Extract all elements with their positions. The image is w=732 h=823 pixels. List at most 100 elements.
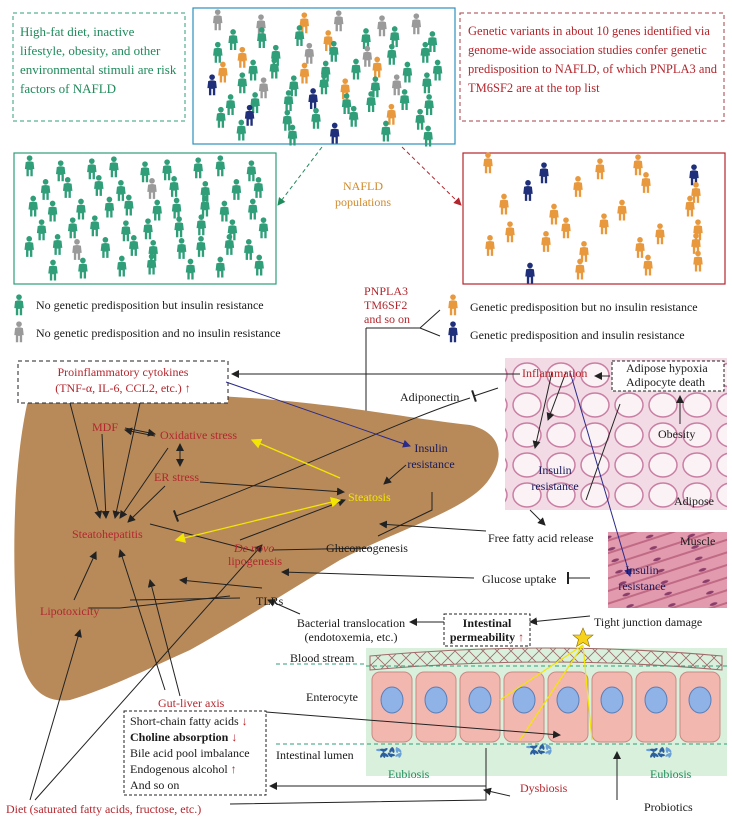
microbe-icon [650,752,654,758]
bile-acid-label: Bile acid pool imbalance [130,746,250,760]
lipotoxicity-label: Lipotoxicity [40,604,100,618]
enterocyte-cell [415,671,457,743]
gene-and-so-on: and so on [364,312,410,326]
gut-metabolites-box [123,710,267,796]
legend-orange-label: Genetic predisposition but no insulin re… [470,300,698,314]
populations-label: NAFLD populations [335,179,391,209]
enterocyte-cell [371,671,413,743]
liver-insulin-resistance-label: Insulin resistance [407,441,455,471]
arrow-to-right-panel [401,146,462,206]
microbe-icon [380,752,384,758]
gene-bracket [366,309,441,337]
enterocyte-cell [591,671,633,743]
microbe-icon [395,747,399,753]
blood-stream-label: Blood stream [290,651,355,665]
microbe-icon [539,744,543,750]
oxidative-stress-label: Oxidative stress [160,428,237,442]
adipocyte-death-label: Adipocyte death [626,375,705,389]
legend-gray-person-icon [14,321,24,343]
microbe-icon [545,744,549,750]
legend-green-label: No genetic predisposition but insulin re… [36,298,264,312]
gene-tm6sf2: TM6SF2 [364,298,408,312]
yellow-permeability-lines [499,644,593,741]
risk-factors-text: High-fat diet, inactive lifestyle, obesi… [20,24,177,96]
arrow-to-left-panel [277,146,323,206]
adipose-insulin-resistance-label: Insulin resistance [531,463,579,493]
microbe-icon [665,753,671,757]
and-so-on-label: And so on [130,778,180,792]
obesity-label: Obesity [658,427,696,441]
endogenous-alcohol-label: Endogenous alcohol ↑ [130,762,237,776]
microbe-icon [387,752,393,758]
steatohepatitis-label: Steatohepatitis [72,527,143,541]
star-icon [572,627,594,648]
choline-label: Choline absorption ↓ [130,730,238,744]
glucose-uptake-label: Glucose uptake [482,572,557,586]
muscle-label: Muscle [680,534,716,548]
microbe-icon [650,748,656,752]
enterocyte-cell [459,671,501,743]
enterocyte-cell [547,671,589,743]
up-arrow: ↑ [518,630,525,644]
tight-junction-label: Tight junction damage [594,615,703,629]
adiponectin-label: Adiponectin [400,390,460,404]
genetic-variants-box [459,12,725,122]
intestinal-label: Intestinal [462,616,512,630]
er-stress-label: ER stress [154,470,199,484]
gluconeogenesis-label: Gluconeogenesis [326,541,408,555]
de-novo-label: De novo [234,541,275,555]
lipogenesis-label: lipogenesis [228,554,282,568]
eubiosis-right-label: Eubiosis [650,767,692,781]
endotoxemia-label: (endotoxemia, etc.) [304,630,398,644]
enterocyte-cell [635,671,677,743]
permeability-box [443,613,531,647]
microbe-icon [659,747,663,753]
legend-navy-person-icon [448,321,458,343]
right-population-panel [462,152,726,285]
enterocyte-cell [679,671,721,743]
legend-green-person-icon [14,294,24,316]
adipose-hypoxia-box [611,360,725,392]
genetic-variants-text: Genetic variants in about 10 genes ident… [468,24,717,95]
microbe-icon [530,745,536,749]
steatosis-label: Steatosis [348,490,391,504]
down-arrow: ↓ [231,730,238,744]
blood-vessel [369,647,723,671]
enterocyte-cell [503,671,545,743]
adipose-hypoxia-label: Adipose hypoxia [626,361,708,375]
down-arrow: ↓ [241,714,248,728]
bacterial-translocation-label: Bacterial translocation [296,616,406,630]
up-arrow: ↑ [184,381,191,395]
probiotics-label: Probiotics [644,800,693,814]
diet-label: Diet (saturated fatty acids, fructose, e… [6,802,202,816]
scfa-label: Short-chain fatty acids ↓ [130,714,248,728]
microbe-icon [657,752,663,758]
legend-orange-person-icon [448,294,458,316]
ffa-release-label: Free fatty acid release [488,531,594,545]
legend-gray-label: No genetic predisposition and no insulin… [36,326,281,340]
enterocyte-label: Enterocyte [306,690,358,704]
microbe-icon [530,749,534,755]
eubiosis-left-label: Eubiosis [388,767,430,781]
adipose-label: Adipose [674,494,714,508]
microbe-icon [395,753,401,757]
inflammation-label: Inflammation [522,366,588,380]
gut-liver-axis-label: Gut-liver axis [158,696,225,710]
microbe-icon [380,748,386,752]
microbe-icon [389,747,393,753]
microbe-icon [545,750,551,754]
muscle-insulin-resistance-label: Insulin resistance [618,563,666,593]
cytokines-box [17,360,229,404]
gene-pnpla3: PNPLA3 [364,284,409,298]
permeability-label: permeability ↑ [449,630,525,644]
microbe-icon [665,747,669,753]
microbe-icon [537,749,543,755]
cytokines-list: (TNF-α, IL-6, CCL2, etc.) ↑ [55,381,191,395]
dysbiosis-label: Dysbiosis [520,781,568,795]
legend-navy-label: Genetic predisposition and insulin resis… [470,328,685,342]
risk-factors-box [12,12,186,122]
intestinal-lumen-label: Intestinal lumen [276,748,354,762]
mdf-label: MDF [92,420,119,434]
